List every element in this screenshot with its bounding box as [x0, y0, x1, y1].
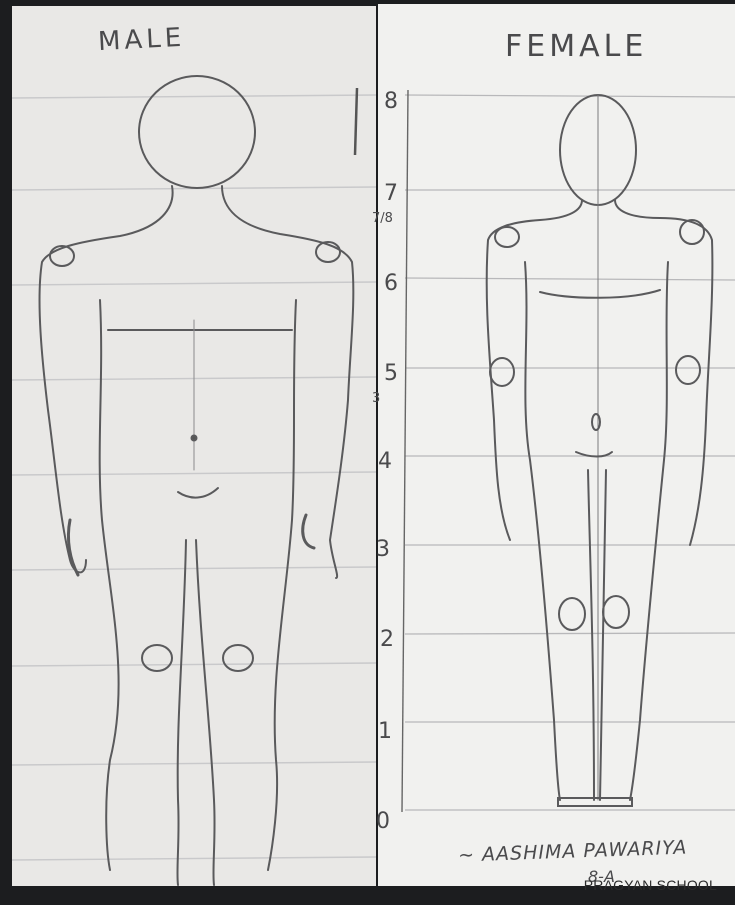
scale-number-0: 0 — [376, 809, 390, 834]
mid-mark: 3 — [372, 391, 380, 406]
scale-number-7: 7 — [384, 181, 398, 206]
female-heading: FEMALE — [505, 29, 647, 64]
scale-number-6: 6 — [384, 271, 398, 296]
scale-number-4: 4 — [378, 449, 392, 474]
scale-number-5: 5 — [384, 361, 398, 386]
male-heading: MALE — [97, 23, 186, 58]
scale-number-8: 8 — [384, 89, 398, 114]
scale-number-3: 3 — [376, 537, 390, 562]
scale-number-2: 2 — [380, 627, 394, 652]
watermark: PRAGYAN SCHOOL — [584, 877, 717, 893]
fraction-mark: 7/8 — [372, 211, 393, 226]
scale-number-1: 1 — [378, 719, 392, 744]
